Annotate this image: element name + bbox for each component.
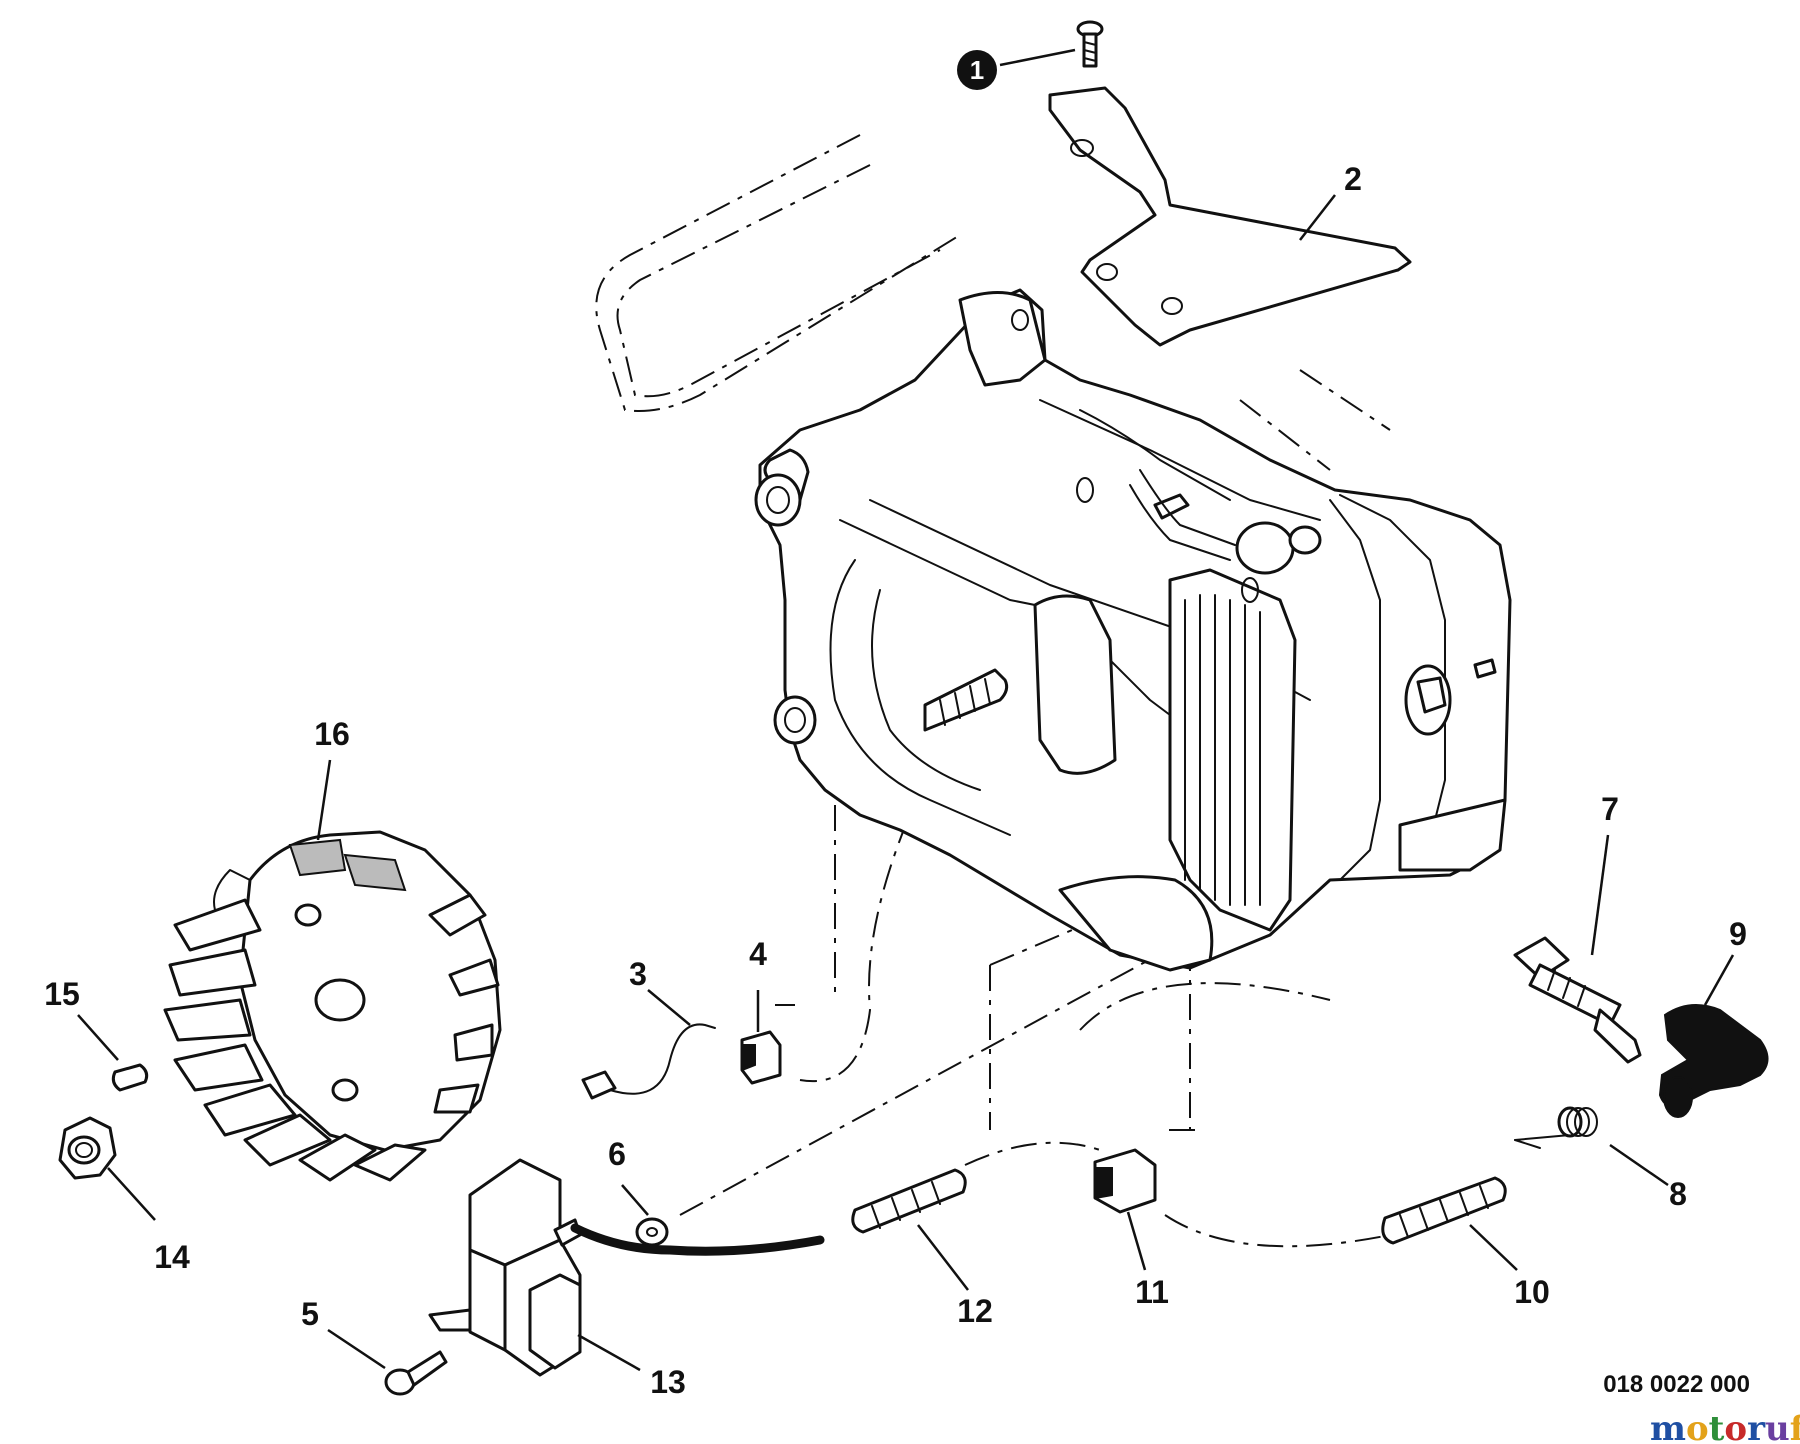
part-6-washer — [635, 1217, 669, 1247]
callout-1: 1 — [970, 55, 984, 85]
callout-10: 10 — [1514, 1274, 1550, 1310]
callout-8: 8 — [1669, 1176, 1687, 1212]
watermark-letter: o — [1686, 1409, 1709, 1444]
watermark-letter: t — [1709, 1409, 1725, 1444]
part-4-cable-clip — [740, 1030, 782, 1085]
callout-badge-1 — [957, 50, 997, 90]
callout-12: 12 — [957, 1293, 993, 1329]
part-8-spring — [1514, 1106, 1598, 1149]
part-2-guide-plate — [1048, 86, 1412, 347]
part-14-nut — [58, 1116, 117, 1180]
callout-4: 4 — [749, 936, 767, 972]
callout-6: 6 — [608, 1136, 626, 1172]
callout-9: 9 — [1729, 916, 1747, 952]
part-15-key — [111, 1063, 149, 1092]
watermark-letter: r — [1747, 1409, 1766, 1444]
part-12-spiral-sleeve — [851, 1168, 967, 1234]
part-3-lead-wire — [581, 1023, 716, 1100]
callout-16: 16 — [314, 716, 350, 752]
watermark-logo: motoruf.de — [1650, 1409, 1800, 1444]
part-13-ignition-module — [428, 1158, 825, 1377]
callout-13: 13 — [650, 1364, 686, 1400]
callout-15: 15 — [44, 976, 80, 1012]
part-11-cable-clip — [1093, 1148, 1157, 1214]
part-16-flywheel — [163, 830, 502, 1182]
drawing-reference-code: 018 0022 000 — [1603, 1371, 1750, 1398]
part-5-screw — [384, 1350, 448, 1396]
watermark-letter: m — [1650, 1409, 1686, 1444]
part-9-spark-plug-boot — [1658, 1004, 1769, 1118]
callout-leader-lines — [77, 48, 1735, 1372]
callout-3: 3 — [629, 956, 647, 992]
watermark-letter: u — [1765, 1409, 1790, 1444]
callout-14: 14 — [154, 1239, 190, 1275]
svg-text:motoruf.de: motoruf.de — [1650, 1409, 1800, 1444]
part-1-screw — [1076, 20, 1104, 68]
part-7-spark-plug — [1513, 936, 1642, 1064]
callout-2: 2 — [1344, 161, 1362, 197]
callout-7: 7 — [1601, 791, 1619, 827]
callout-5: 5 — [301, 1296, 319, 1332]
callout-11: 11 — [1135, 1274, 1169, 1310]
watermark-letter: o — [1724, 1409, 1747, 1444]
part-10-spiral-sleeve — [1381, 1176, 1507, 1245]
watermark-letter: f — [1790, 1409, 1800, 1444]
callout-labels: 1 2 3 4 5 6 7 8 9 10 11 12 13 14 15 16 — [44, 50, 1747, 1400]
crankcase-housing — [754, 288, 1512, 972]
